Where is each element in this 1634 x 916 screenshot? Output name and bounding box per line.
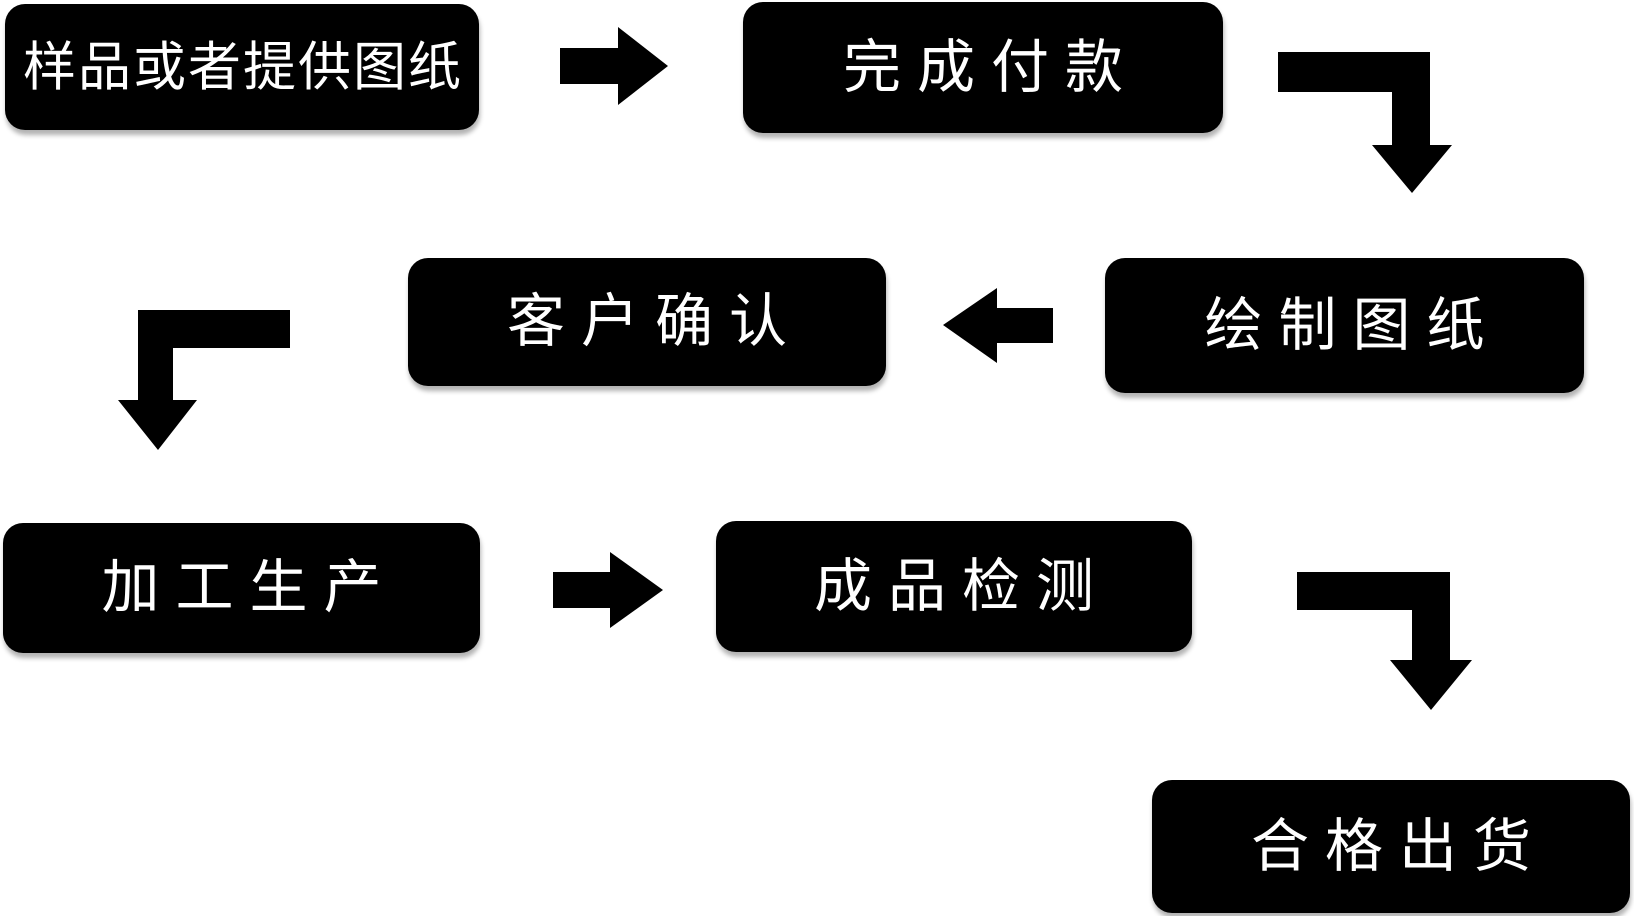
flow-node-processing-production: 加工生产: [3, 523, 480, 653]
flow-node-label: 完成付款: [842, 34, 1139, 100]
flow-node-label: 合格出货: [1250, 813, 1547, 879]
flow-node-label: 加工生产: [101, 555, 398, 620]
flow-node-label: 成品检测: [813, 553, 1110, 619]
flow-node-product-inspection: 成品检测: [716, 521, 1192, 652]
flow-node-label: 客户确认: [506, 289, 803, 354]
arrow-elbow-shape: [1278, 52, 1452, 193]
flow-node-customer-confirm: 客户确认: [408, 258, 886, 386]
flow-node-label: 绘制图纸: [1204, 292, 1501, 358]
arrow-right-shape: [553, 552, 663, 628]
arrow-left-icon: [943, 288, 1053, 363]
arrow-right-shape: [560, 27, 668, 105]
arrow-elbow-down-left-icon: [118, 310, 290, 450]
arrow-elbow-down-right-icon: [1297, 572, 1472, 710]
arrow-elbow-shape: [118, 310, 290, 450]
arrow-elbow-down-right-icon: [1278, 52, 1452, 193]
flow-node-qualified-shipment: 合格出货: [1152, 780, 1630, 913]
arrow-right-icon: [560, 27, 668, 105]
arrow-elbow-shape: [1297, 572, 1472, 710]
flow-node-complete-payment: 完成付款: [743, 2, 1223, 133]
arrow-left-shape: [943, 288, 1053, 363]
flow-node-sample-or-drawings: 样品或者提供图纸: [5, 4, 479, 130]
flow-node-draw-drawings: 绘制图纸: [1105, 258, 1584, 393]
flow-node-label: 样品或者提供图纸: [23, 37, 463, 97]
arrow-right-icon: [553, 552, 663, 628]
